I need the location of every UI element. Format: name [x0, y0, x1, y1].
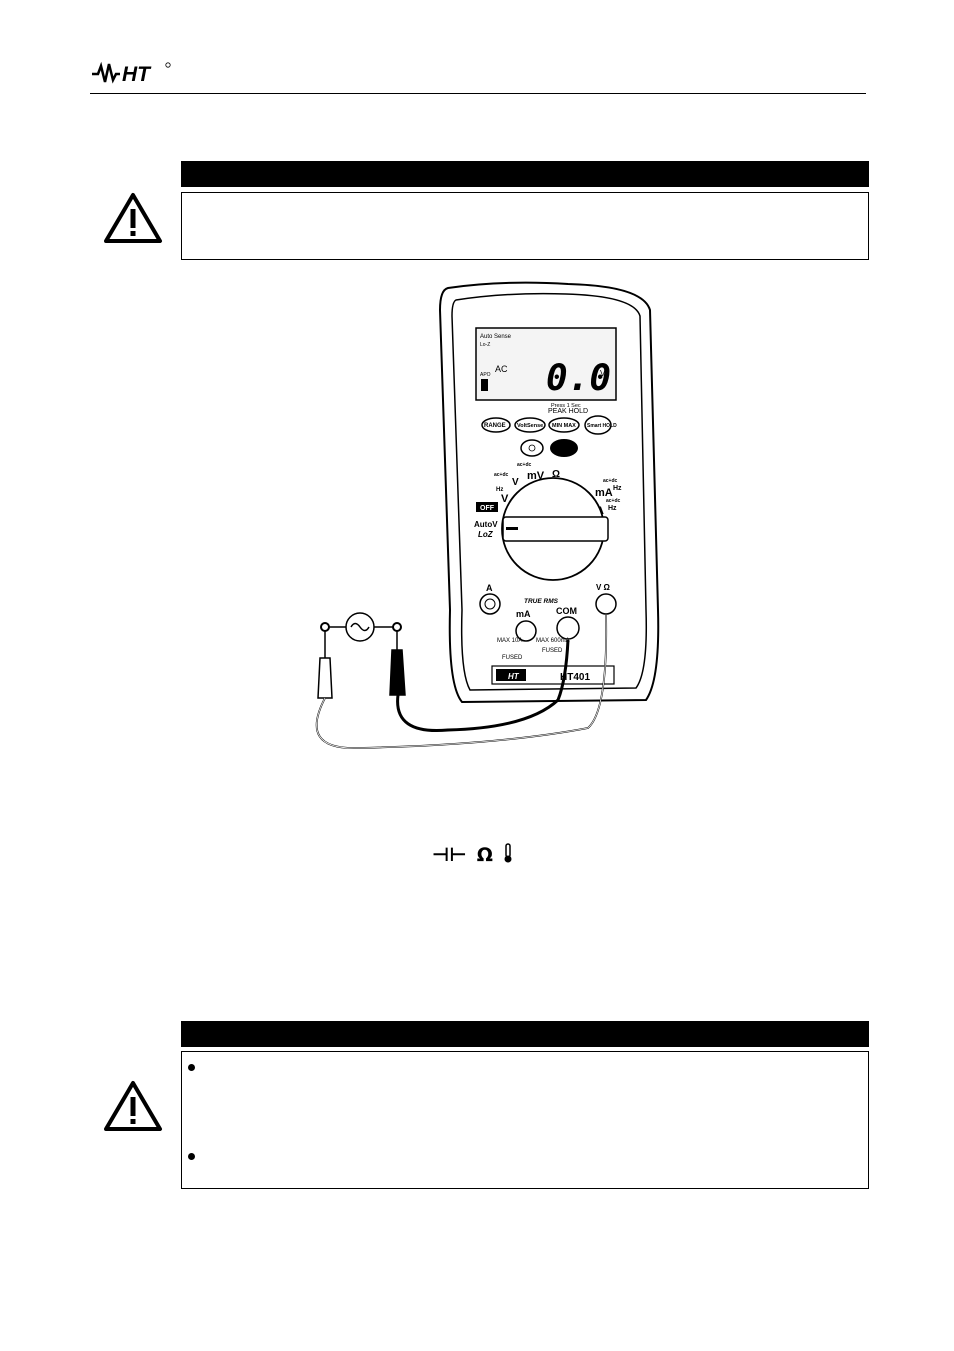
warning-bar-1	[181, 161, 869, 187]
dial-acdc-4: ac+dc	[606, 498, 621, 504]
bullet-2	[188, 1153, 195, 1160]
range-button-label: RANGE	[484, 423, 506, 429]
dial-hz-1: Hz	[496, 487, 503, 493]
function-button[interactable]	[550, 439, 578, 457]
off-badge	[476, 502, 498, 512]
black-probe	[389, 649, 406, 696]
smart-hold-button[interactable]	[584, 415, 612, 435]
terminal-v-ohm[interactable]	[595, 593, 617, 615]
range-button[interactable]	[481, 417, 511, 433]
smart-hold-button-label: Smart HOLD	[587, 423, 617, 429]
press-hint: Press 1 Sec	[551, 403, 581, 409]
dial-hz-3: Hz	[608, 505, 617, 512]
terminal-v-ohm-label: V Ω	[596, 583, 611, 592]
dial-off: OFF	[480, 505, 495, 512]
thermometer-icon	[503, 842, 513, 868]
lcd-mode: AC	[495, 364, 508, 374]
true-rms-label: TRUE RMS	[524, 598, 559, 605]
dial-autov: AutoV	[474, 520, 498, 529]
strip-brand: HT	[508, 672, 520, 681]
function-symbols: ⊣⊢ Ω	[432, 842, 513, 868]
terminal-a[interactable]	[479, 593, 501, 615]
voltsense-button[interactable]	[514, 417, 546, 433]
min-max-button[interactable]	[548, 417, 580, 433]
fuse-max-10a: MAX 10A	[497, 638, 522, 644]
terminal-ma[interactable]	[515, 620, 537, 642]
red-probe	[317, 657, 333, 699]
dial-acdc-2: ac+dc	[517, 462, 532, 468]
dial-hz-2: Hz	[613, 485, 622, 492]
lcd-reading: 0.0	[546, 358, 611, 399]
warning-bar-2	[181, 1021, 869, 1047]
capacitor-icon: ⊣⊢	[432, 844, 467, 866]
warning-box-2	[181, 1051, 869, 1189]
lcd-auto-sense: Auto Sense	[480, 334, 512, 340]
backlight-button[interactable]	[520, 439, 544, 457]
lcd-apo: APO	[480, 372, 491, 378]
logo-text: HT	[122, 63, 152, 86]
dial-loz: LoZ	[478, 530, 494, 539]
lamp-icon	[528, 444, 536, 452]
header-rule	[90, 93, 866, 94]
warning-triangle-icon-2	[103, 1080, 163, 1132]
lcd-unit: V	[600, 369, 606, 378]
dial-knob[interactable]	[502, 516, 609, 542]
fuse-fused-1: FUSED	[502, 655, 523, 661]
dial-ma: mA	[595, 487, 613, 499]
bullet-1	[188, 1064, 195, 1071]
fuse-fused-2: FUSED	[542, 648, 563, 654]
lcd-lo-z: Lo-Z	[480, 342, 490, 348]
dial-v-1: V	[501, 493, 509, 505]
dial-acdc-1: ac+dc	[494, 472, 509, 478]
terminal-ma-label: mA	[516, 609, 531, 619]
peak-hold-label: PEAK HOLD	[548, 408, 588, 415]
terminal-a-label: A	[486, 583, 493, 593]
multimeter-diagram: Auto Sense Lo-Z AC APO 0.0 V Press 1 Sec…	[298, 280, 668, 760]
min-max-button-label: MIN MAX	[552, 423, 576, 429]
terminal-com-label: COM	[556, 606, 577, 616]
warning-triangle-icon	[103, 192, 163, 244]
terminal-com[interactable]	[556, 616, 580, 640]
dial-v-2: V	[512, 477, 519, 488]
fuse-max-600ma: MAX 600mA	[536, 638, 570, 644]
dial-acdc-3: ac+dc	[603, 478, 618, 484]
voltsense-button-label: VoltSense	[517, 423, 543, 429]
model-label: HT401	[560, 672, 590, 683]
ohm-symbol: Ω	[476, 844, 493, 866]
warning-box-1	[181, 192, 869, 260]
ht-logo: HT	[90, 60, 172, 86]
dial-ohm: Ω	[552, 469, 560, 480]
ht-logo-graphic: HT	[90, 60, 172, 86]
